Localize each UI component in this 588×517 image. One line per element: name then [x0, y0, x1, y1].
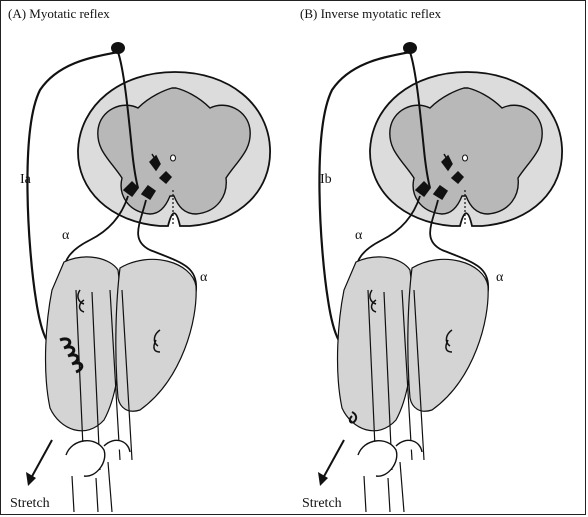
panel-b-alpha-right-label: α — [496, 270, 503, 286]
panel-b-stretch-label: Stretch — [302, 496, 342, 512]
panel-a-title: (A) Myotatic reflex — [8, 6, 110, 22]
panel-a-fiber-label: Ia — [20, 172, 31, 188]
panel-b-alpha-left-label: α — [355, 228, 362, 244]
panel-a-stretch-label: Stretch — [10, 496, 50, 512]
panel-b-title: (B) Inverse myotatic reflex — [300, 6, 441, 22]
panel-a-alpha-right-label: α — [200, 270, 207, 286]
panel-a-drawing — [26, 42, 270, 512]
panel-b-fiber-label: Ib — [320, 172, 332, 188]
panel-b-drawing — [318, 42, 562, 512]
panel-a-alpha-left-label: α — [62, 228, 69, 244]
